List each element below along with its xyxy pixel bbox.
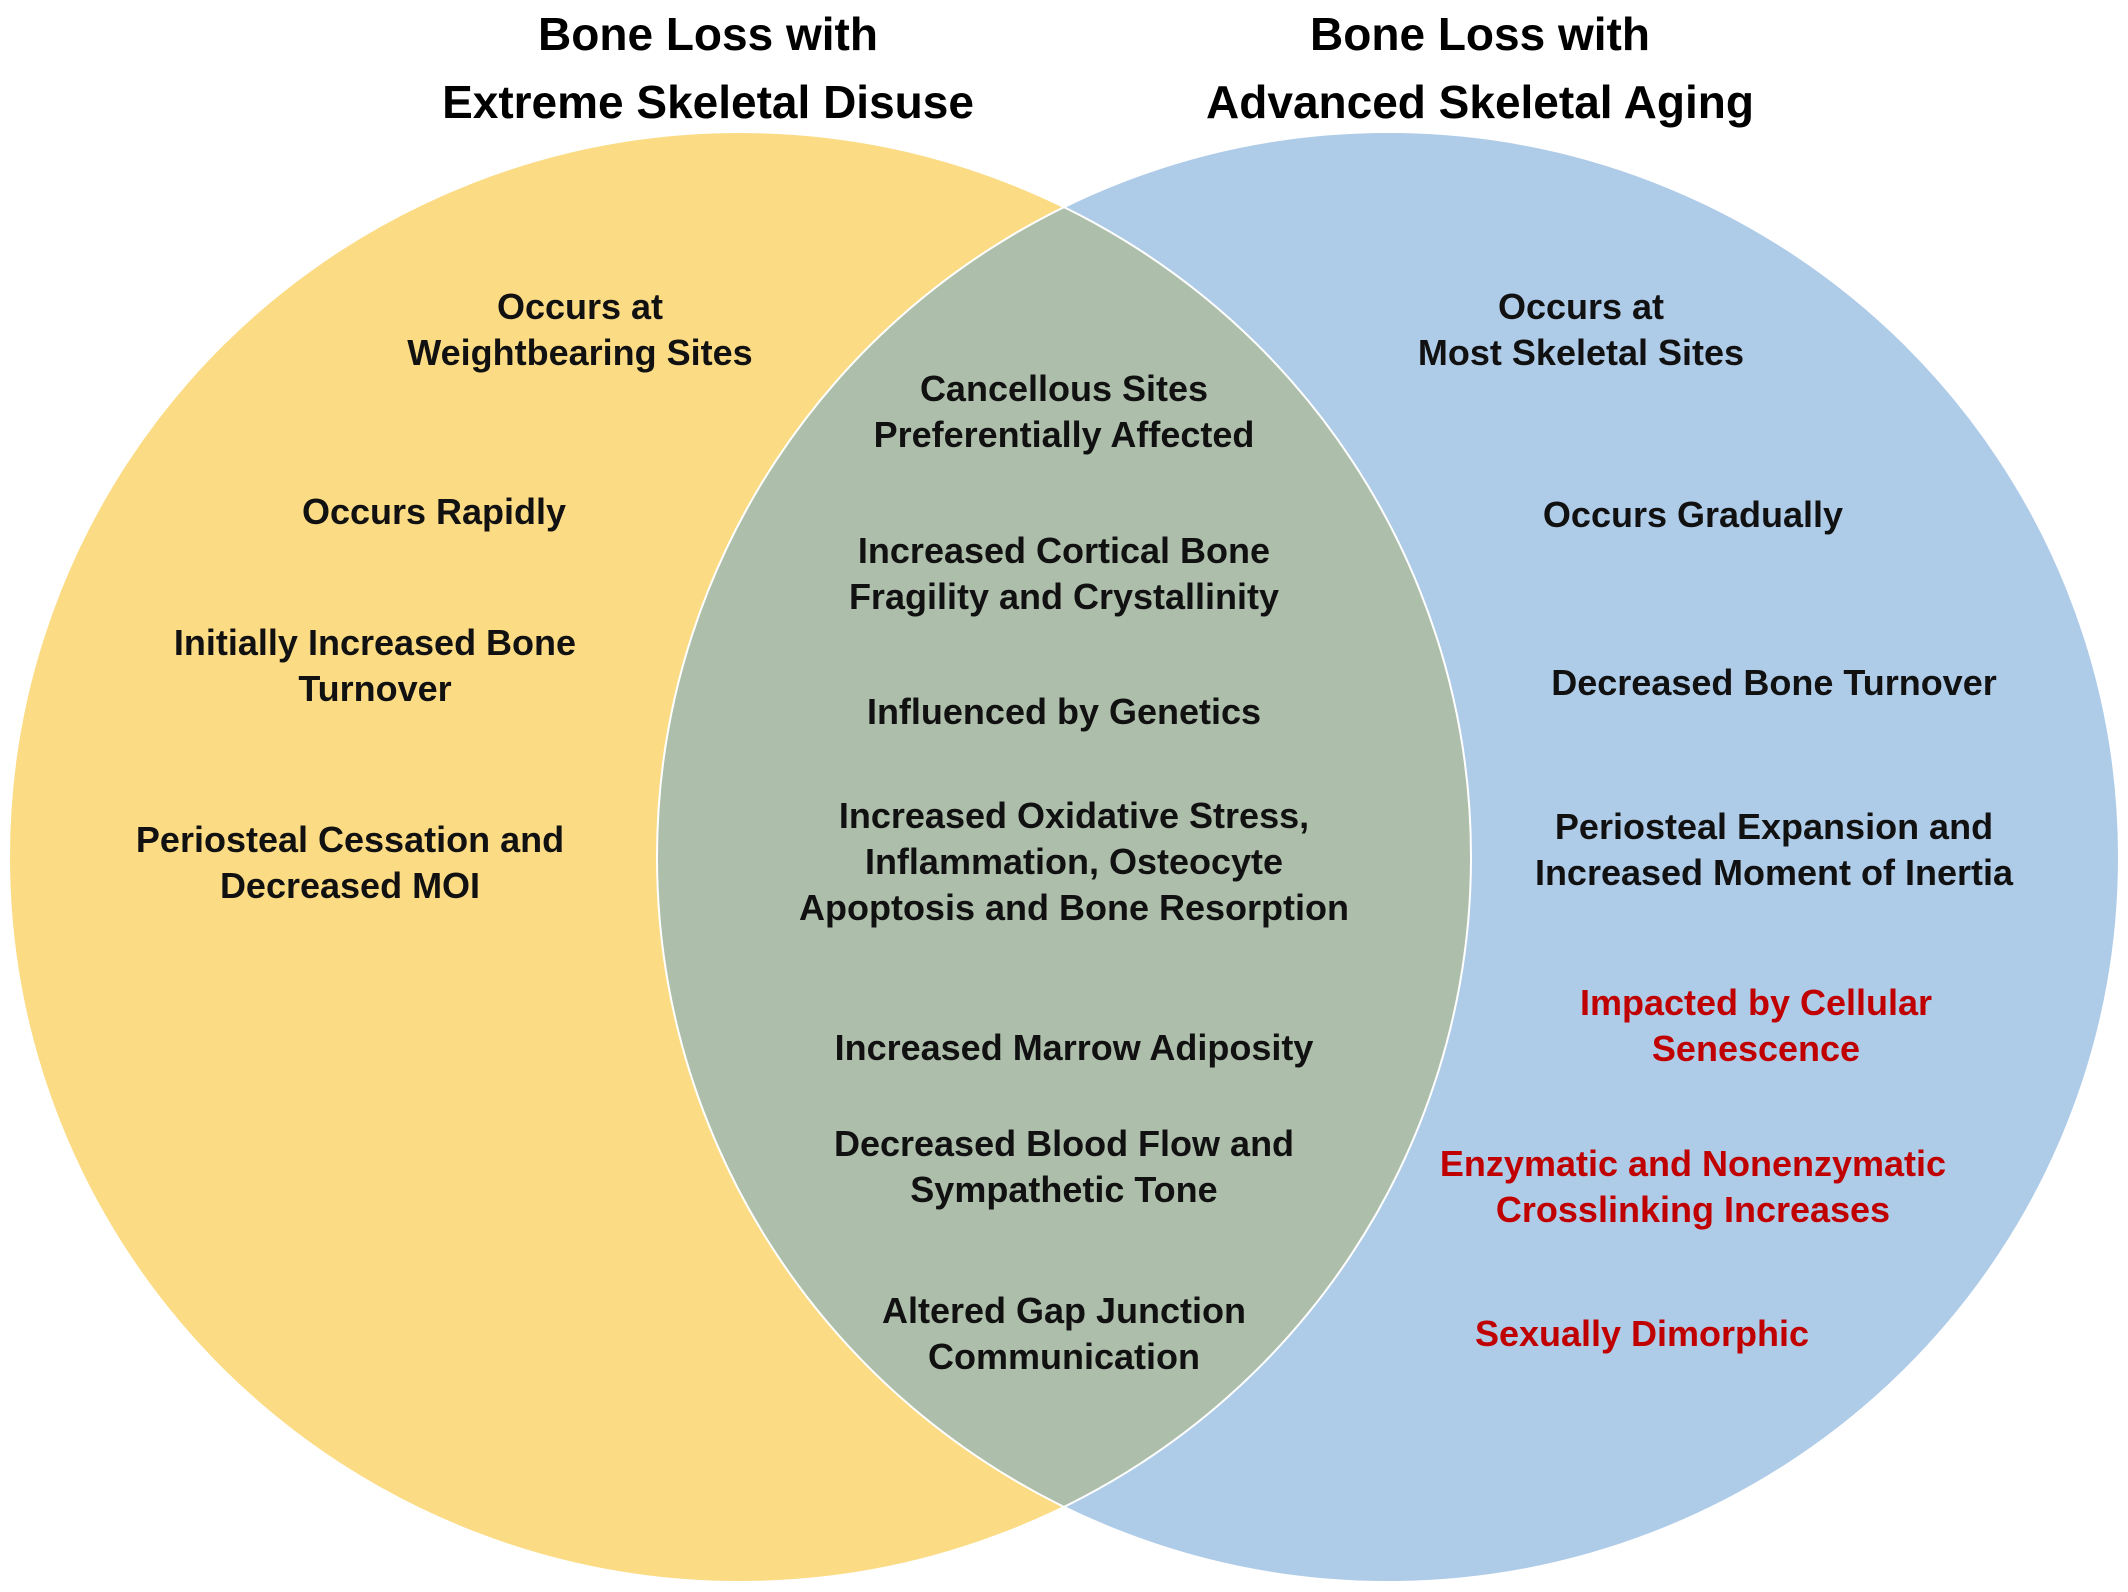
item-line: Turnover — [298, 668, 452, 709]
aging-item-decreased-turnover: Decreased Bone Turnover — [1424, 660, 2124, 706]
item-line: Senescence — [1651, 1028, 1861, 1069]
shared-item-cancellous-sites: Cancellous Sites Preferentially Affected — [714, 366, 1414, 458]
item-line: Occurs Rapidly — [301, 491, 567, 532]
shared-item-marrow-adiposity: Increased Marrow Adiposity — [724, 1025, 1424, 1071]
shared-item-cortical-fragility: Increased Cortical Bone Fragility and Cr… — [714, 528, 1414, 620]
disuse-title-line-2: Extreme Skeletal Disuse — [442, 76, 974, 128]
item-line: Periosteal Expansion and — [1554, 806, 1994, 847]
item-line: Communication — [927, 1336, 1200, 1377]
item-line: Increased Marrow Adiposity — [834, 1027, 1314, 1068]
item-line: Cancellous Sites — [919, 368, 1209, 409]
disuse-item-periosteal-cessation: Periosteal Cessation and Decreased MOI — [0, 817, 700, 909]
disuse-item-weightbearing-sites: Occurs at Weightbearing Sites — [230, 284, 930, 376]
aging-item-most-skeletal-sites: Occurs at Most Skeletal Sites — [1231, 284, 1931, 376]
shared-item-gap-junction: Altered Gap Junction Communication — [714, 1288, 1414, 1380]
aging-item-crosslinking: Enzymatic and Nonenzymatic Crosslinking … — [1343, 1141, 2043, 1233]
aging-item-occurs-gradually: Occurs Gradually — [1343, 492, 2043, 538]
disuse-item-occurs-rapidly: Occurs Rapidly — [84, 489, 784, 535]
shared-item-genetics: Influenced by Genetics — [714, 689, 1414, 735]
item-line: Preferentially Affected — [873, 414, 1255, 455]
item-line: Most Skeletal Sites — [1417, 332, 1745, 373]
shared-item-blood-flow: Decreased Blood Flow and Sympathetic Ton… — [714, 1121, 1414, 1213]
item-line: Increased Cortical Bone — [857, 530, 1271, 571]
shared-item-oxidative-stress: Increased Oxidative Stress, Inflammation… — [724, 793, 1424, 931]
item-line: Sympathetic Tone — [910, 1169, 1218, 1210]
aging-item-sexually-dimorphic: Sexually Dimorphic — [1292, 1311, 1992, 1357]
item-line: Impacted by Cellular — [1579, 982, 1933, 1023]
item-line: Increased Oxidative Stress, — [838, 795, 1310, 836]
item-line: Weightbearing Sites — [407, 332, 753, 373]
item-line: Inflammation, Osteocyte — [864, 841, 1284, 882]
aging-item-cellular-senescence: Impacted by Cellular Senescence — [1406, 980, 2106, 1072]
item-line: Occurs at — [496, 286, 664, 327]
disuse-item-bone-turnover: Initially Increased Bone Turnover — [25, 620, 725, 712]
shared-overlap-region — [657, 132, 1471, 1582]
item-line: Apoptosis and Bone Resorption — [798, 887, 1349, 928]
aging-title-line-1: Bone Loss with — [1310, 8, 1650, 60]
item-line: Altered Gap Junction — [881, 1290, 1247, 1331]
aging-title-line-2: Advanced Skeletal Aging — [1206, 76, 1754, 128]
item-line: Occurs at — [1497, 286, 1665, 327]
item-line: Fragility and Crystallinity — [848, 576, 1280, 617]
item-line: Enzymatic and Nonenzymatic — [1439, 1143, 1947, 1184]
item-line: Influenced by Genetics — [866, 691, 1262, 732]
item-line: Periosteal Cessation and — [135, 819, 565, 860]
aging-circle-outline — [656, 131, 2120, 1583]
disuse-title-line-1: Bone Loss with — [538, 8, 878, 60]
item-line: Sexually Dimorphic — [1474, 1313, 1810, 1354]
item-line: Initially Increased Bone — [173, 622, 577, 663]
disuse-title: Bone Loss with Extreme Skeletal Disuse — [258, 0, 1158, 136]
aging-item-periosteal-expansion: Periosteal Expansion and Increased Momen… — [1424, 804, 2124, 896]
item-line: Increased Moment of Inertia — [1534, 852, 2014, 893]
item-line: Decreased MOI — [219, 865, 481, 906]
item-line: Decreased Blood Flow and — [833, 1123, 1295, 1164]
item-line: Crosslinking Increases — [1495, 1189, 1891, 1230]
item-line: Occurs Gradually — [1542, 494, 1844, 535]
disuse-circle-outline — [8, 131, 1472, 1583]
aging-title: Bone Loss with Advanced Skeletal Aging — [1030, 0, 1930, 136]
item-line: Decreased Bone Turnover — [1551, 662, 1997, 703]
